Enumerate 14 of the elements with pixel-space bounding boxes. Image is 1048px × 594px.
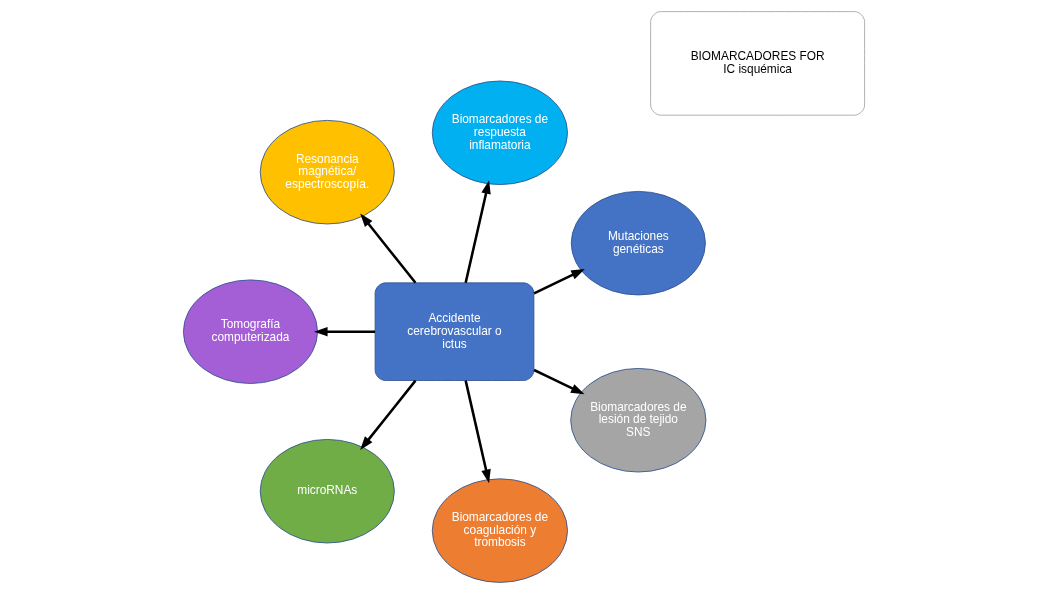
arrow [533,268,585,295]
arrow [313,326,376,337]
node-ellipse: Biomarcadores de respuesta inflamatoria [431,80,568,185]
node-box: Accidente cerebrovascular o ictus [374,282,535,381]
arrow [464,380,491,484]
node-ellipse: Biomarcadores de coagulación y trombosis [431,478,568,583]
node-ellipse: Resonancia magnética/ espectroscopía. [259,119,395,225]
node-box: BIOMARCADORES FOR IC isquémica [650,11,866,116]
node-ellipse: Tomografía computerizada [182,279,318,384]
arrow [360,379,417,450]
arrow [533,368,585,395]
arrow [360,213,417,284]
arrow [464,180,491,284]
node-ellipse: microRNAs [259,439,395,544]
